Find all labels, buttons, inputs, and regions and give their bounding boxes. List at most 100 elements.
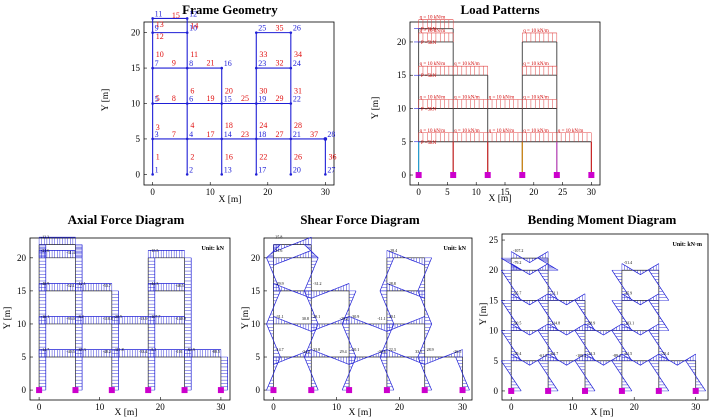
- value-label: -101: [175, 349, 182, 354]
- node-dot: [151, 17, 154, 20]
- value-label: -95.7: [513, 290, 521, 295]
- value-label: -44.3: [150, 281, 158, 286]
- y-tick-label: 5: [256, 352, 261, 362]
- element-label: 33: [259, 50, 267, 59]
- value-label: -8.2: [77, 314, 83, 319]
- node-label: 4: [189, 130, 193, 139]
- node-dot: [185, 137, 189, 141]
- value-label: -16.1: [41, 314, 49, 319]
- point-load-label: P =5kN: [421, 28, 437, 33]
- support-marker: [484, 172, 491, 179]
- x-axis-label: X [m]: [349, 408, 372, 418]
- x-axis-label: X [m]: [219, 195, 242, 205]
- load-label: q = 10 kN/m: [420, 62, 446, 67]
- y-tick-label: 0: [402, 170, 407, 180]
- node-label: 11: [155, 9, 163, 18]
- node-dot: [220, 173, 224, 176]
- diagram-outline: [611, 270, 633, 301]
- element-label: 34: [294, 50, 302, 59]
- x-tick-label: 5: [445, 187, 450, 197]
- element-label: 36: [329, 153, 337, 162]
- value-label: -70.4: [661, 351, 669, 356]
- load-label: q = 10 kN/m: [489, 95, 515, 100]
- diagram-outline: [303, 257, 319, 292]
- plot-frame: [501, 233, 709, 401]
- point-load-label: P =5kN: [421, 141, 437, 146]
- node-label: 18: [258, 130, 266, 139]
- x-tick-label: 0: [150, 187, 155, 197]
- y-tick-label: 10: [131, 99, 141, 109]
- value-label: 31.6: [275, 248, 282, 253]
- node-label: 10: [189, 24, 197, 33]
- support-marker: [655, 387, 662, 394]
- x-tick-label: 0: [416, 187, 421, 197]
- node-label: 2: [189, 165, 193, 174]
- node-label: 26: [293, 24, 301, 33]
- node-label: 24: [293, 59, 301, 68]
- chart-title: Axial Force Diagram: [68, 212, 185, 227]
- diagram-outline: [311, 283, 350, 299]
- element-label: 29: [276, 94, 284, 103]
- node-dot: [151, 137, 154, 141]
- y-tick-label: 0: [494, 386, 499, 396]
- x-tick-label: 20: [263, 187, 273, 197]
- node-label: 22: [293, 95, 301, 104]
- diagram-outline: [511, 263, 549, 276]
- element-label: 16: [225, 153, 233, 162]
- value-label: 28.9: [427, 347, 434, 352]
- value-label: -33.3: [587, 351, 595, 356]
- node-dot: [151, 173, 154, 176]
- node-dot: [289, 137, 293, 141]
- value-label: 30.1: [389, 314, 396, 319]
- element-label: 3: [156, 123, 160, 132]
- diagram-outline: [386, 250, 425, 266]
- node-label: 9: [155, 24, 159, 33]
- value-label: 28.8: [389, 281, 396, 286]
- load-label: q = 10 kN/m: [420, 16, 446, 21]
- value-label: -53.7: [103, 283, 111, 288]
- diagram-outline: [417, 257, 433, 292]
- y-tick-label: 0: [256, 385, 261, 395]
- node-dot: [254, 137, 258, 141]
- x-tick-label: 20: [156, 402, 166, 412]
- diagram-outline: [584, 323, 623, 336]
- units-label: Unit: kN: [443, 246, 466, 252]
- x-tick-label: 20: [630, 402, 640, 412]
- value-label: -89.2: [613, 353, 621, 358]
- node-dot: [185, 31, 189, 34]
- node-dot: [151, 31, 154, 34]
- diagram-outline: [537, 330, 559, 361]
- support-marker: [383, 387, 390, 394]
- diagram-outline: [611, 360, 633, 392]
- diagram-outline: [386, 283, 425, 299]
- chart-title: Shear Force Diagram: [300, 212, 420, 227]
- value-label: -29.2: [340, 316, 348, 321]
- diagram-outline: [379, 290, 395, 325]
- diagram-outline: [648, 300, 670, 331]
- element-label: 21: [206, 58, 214, 67]
- x-tick-label: 10: [206, 187, 216, 197]
- node-dot: [254, 31, 258, 34]
- element-label: 6: [190, 87, 194, 96]
- node-dot: [289, 102, 293, 105]
- node-label: 17: [258, 165, 266, 174]
- element-label: 4: [190, 121, 194, 130]
- node-dot: [220, 137, 224, 141]
- x-tick-label: 15: [501, 187, 511, 197]
- element-label: 8: [172, 94, 176, 103]
- value-label: -30.6: [377, 349, 385, 354]
- node-dot: [323, 137, 328, 141]
- element-label: 37: [310, 130, 318, 139]
- support-marker: [588, 172, 595, 179]
- value-label: -31.4: [66, 250, 74, 255]
- value-label: 29.1: [313, 314, 320, 319]
- diagram-outline: [511, 293, 549, 306]
- load-label: q = 10 kN/m: [420, 95, 446, 100]
- element-label: 26: [294, 153, 302, 162]
- load-label: q = 10 kN/m: [523, 129, 549, 134]
- value-label: -31.1: [275, 314, 283, 319]
